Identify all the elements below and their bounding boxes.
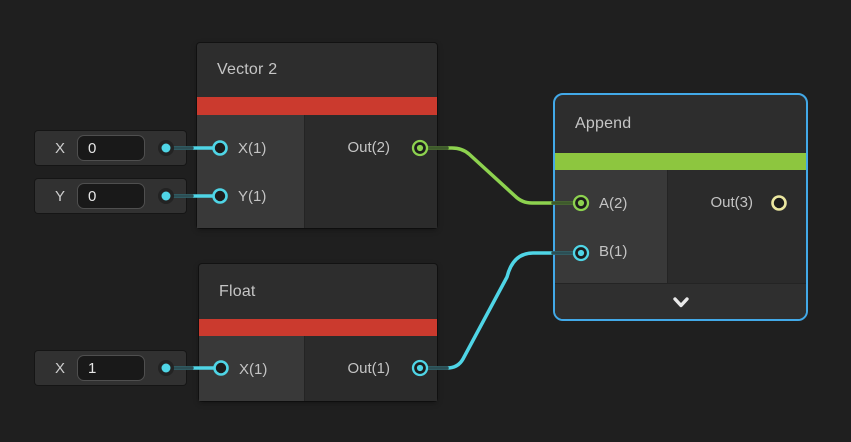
port-vector2-out[interactable] [411,139,429,157]
node-vector2[interactable]: Vector 2 X(1) Y(1) Out(2) [197,43,437,228]
chip-label: X [54,359,65,377]
port-label-y1: Y(1) [238,187,267,205]
node-append[interactable]: Append A(2) B(1) Out(3) [553,93,808,321]
port-label-out2: Out(2) [347,139,390,156]
port-label-out3: Out(3) [710,194,753,211]
port-label-a2: A(2) [599,194,628,212]
node-vector2-header[interactable]: Vector 2 [197,43,437,97]
node-title: Float [219,282,256,300]
output-port-column: Out(2) [304,115,437,228]
chevron-down-icon [672,296,689,307]
vector-y-value-field[interactable] [77,183,145,209]
port-append-a[interactable] [572,194,590,212]
chip-dot-float-x[interactable] [161,363,171,373]
type-color-bar [199,319,437,336]
node-expand-button[interactable] [555,283,806,319]
node-title: Append [575,115,632,132]
port-float-out[interactable] [411,359,429,377]
port-label-x1: X(1) [238,139,267,157]
vector-x-value-field[interactable] [77,135,145,161]
port-vector2-y[interactable] [212,188,228,204]
type-color-bar [555,153,806,170]
node-float-header[interactable]: Float [199,264,437,319]
float-x-value-field[interactable] [77,355,145,381]
node-float[interactable]: Float X(1) Out(1) [199,264,437,401]
port-append-b[interactable] [572,244,590,262]
chip-dot-vector-y[interactable] [161,191,171,201]
wire-vector2-out-to-append-a[interactable] [425,146,576,205]
output-port-column: Out(3) [667,170,806,283]
port-append-out[interactable] [771,195,787,211]
chip-connector-dots [158,140,174,376]
type-color-bar [197,97,437,115]
node-title: Vector 2 [217,61,278,78]
chip-label: Y [54,187,65,205]
port-float-x[interactable] [213,360,229,376]
input-port-column: A(2) B(1) [555,170,667,283]
port-label-b1: B(1) [599,242,628,260]
port-label-out1: Out(1) [347,360,390,377]
input-chip-vector-x: X [35,131,186,165]
chip-label: X [54,139,65,157]
input-port-column: X(1) Y(1) [197,115,304,228]
wire-float-out-to-append-b[interactable] [425,251,576,370]
port-label-x1: X(1) [239,360,268,378]
port-vector2-x[interactable] [212,140,228,156]
chip-dot-vector-x[interactable] [161,143,171,153]
node-append-header[interactable]: Append [555,95,806,153]
